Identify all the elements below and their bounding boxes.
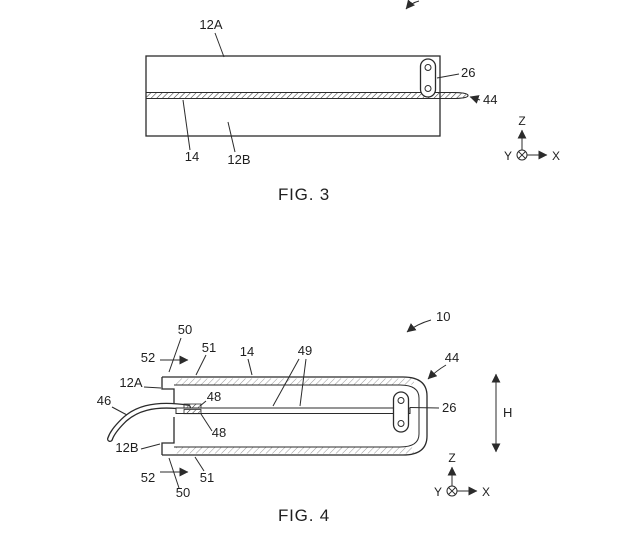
fig4-label-46: 46 bbox=[97, 393, 111, 408]
leader-line-26 bbox=[409, 407, 440, 409]
fig3-housing-body bbox=[145, 55, 441, 137]
fig4-axis-y: Y bbox=[434, 485, 442, 499]
fig4-label-14: 14 bbox=[240, 344, 254, 359]
fig4-flex-cable-core bbox=[108, 404, 190, 441]
fig3-axis-z: Z bbox=[518, 114, 525, 128]
fig4-label-12A: 12A bbox=[119, 375, 142, 390]
leader-line-12A bbox=[214, 32, 225, 58]
fig3-label-44: 44 bbox=[483, 92, 497, 107]
fig4-left-step-bottom bbox=[161, 417, 175, 455]
fig4-label-50-bottom: 50 bbox=[176, 485, 190, 500]
fig4-middle-layer-strip bbox=[175, 407, 411, 414]
fig3-group: 12A 26 44 14 12B Z Y X FIG. 3 bbox=[145, 0, 560, 204]
leader-line-50-bottom bbox=[168, 457, 180, 489]
leader-line-46 bbox=[111, 406, 128, 416]
fig4-label-51-top: 51 bbox=[202, 340, 216, 355]
leader-line-12B bbox=[227, 121, 236, 153]
y-axis-cross bbox=[448, 487, 456, 495]
fig3-label-12B: 12B bbox=[227, 152, 250, 167]
leader-line-50-top bbox=[168, 337, 182, 373]
fig3-axis-x: X bbox=[552, 149, 560, 163]
fig4-label-10: 10 bbox=[436, 309, 450, 324]
fig4-housing-outline bbox=[162, 376, 428, 456]
leader-line-26 bbox=[436, 73, 460, 79]
fig4-pill-hole-top bbox=[397, 397, 405, 404]
fig4-left-step-top bbox=[161, 377, 175, 406]
fig4-label-48-top: 48 bbox=[207, 389, 221, 404]
fig4-pill-hole-bottom bbox=[397, 420, 405, 427]
leader-line-48-bottom bbox=[200, 413, 213, 432]
fig4-label-52-bottom: 52 bbox=[141, 470, 155, 485]
fig4-pill-connector bbox=[392, 391, 410, 433]
fig4-label-44: 44 bbox=[445, 350, 459, 365]
fig4-label-49: 49 bbox=[298, 343, 312, 358]
leader-line-49b bbox=[299, 358, 307, 407]
fig4-axis-z: Z bbox=[448, 451, 455, 465]
leader-line-49a bbox=[272, 358, 300, 407]
fig4-group: 10 50 52 51 14 49 44 12A 46 48 48 26 12B… bbox=[97, 309, 513, 525]
leader-line-51-top bbox=[195, 354, 207, 376]
leader-arrow-10 bbox=[406, 319, 432, 333]
fig4-label-12B: 12B bbox=[115, 440, 138, 455]
leader-arrow-44 bbox=[469, 95, 481, 104]
fig3-label-12A: 12A bbox=[199, 17, 222, 32]
fig4-label-H: H bbox=[503, 405, 512, 420]
fig3-coordinate-axes-icon: Z Y X bbox=[504, 114, 560, 163]
fig4-label-50-top: 50 bbox=[178, 322, 192, 337]
leader-line-12A bbox=[143, 386, 162, 389]
leader-line-12B bbox=[140, 443, 161, 450]
fig4-label-51-bottom: 51 bbox=[200, 470, 214, 485]
fig4-caption: FIG. 4 bbox=[278, 506, 330, 525]
fig3-cutoff-leader-arrow bbox=[405, 0, 420, 10]
fig4-top-wall-hatch bbox=[176, 378, 414, 385]
fig4-axis-x: X bbox=[482, 485, 490, 499]
fig3-pill-hole-top bbox=[424, 64, 432, 71]
fig3-caption: FIG. 3 bbox=[278, 185, 330, 204]
fig4-label-26: 26 bbox=[442, 400, 456, 415]
fig4-bottom-wall-hatch bbox=[176, 447, 414, 454]
fig4-label-52-top: 52 bbox=[141, 350, 155, 365]
fig4-label-48-bottom: 48 bbox=[212, 425, 226, 440]
y-axis-cross bbox=[518, 151, 526, 159]
fig3-flex-tab bbox=[440, 92, 469, 99]
fig3-pill-connector bbox=[419, 58, 437, 98]
leader-line-14 bbox=[247, 358, 253, 376]
fig3-label-26: 26 bbox=[461, 65, 475, 80]
fig4-coordinate-axes-icon: Z Y X bbox=[434, 451, 490, 499]
fig4-joint-48-bottom bbox=[183, 409, 202, 415]
leader-line-51-bottom bbox=[194, 456, 205, 472]
fig3-pill-hole-bottom bbox=[424, 85, 432, 92]
leader-line-48-top bbox=[199, 400, 207, 407]
fig3-label-14: 14 bbox=[185, 149, 199, 164]
fig4-joint-48-top bbox=[183, 403, 202, 409]
leader-arrow-44 bbox=[427, 364, 447, 380]
fig3-axis-y: Y bbox=[504, 149, 512, 163]
leader-line-14 bbox=[182, 99, 191, 151]
fig4-inner-wall-line bbox=[174, 384, 420, 448]
